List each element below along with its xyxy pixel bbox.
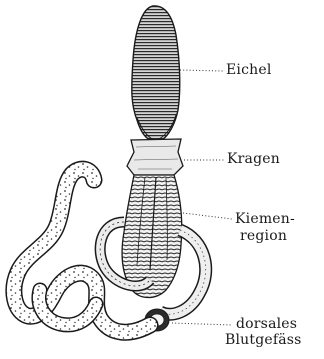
label-kragen: Kragen (227, 152, 280, 167)
label-eichel: Eichel (226, 63, 272, 78)
label-dorsal-line1: dorsales (236, 317, 297, 332)
proboscis-shape (132, 6, 180, 140)
gill-region-shape (122, 175, 182, 298)
leader-line-dorsal (172, 323, 232, 325)
leader-line-kiemen (183, 213, 232, 219)
label-kiemen-line1: Kiemen- (235, 212, 295, 227)
label-dorsal-line2: Blutgefäss (225, 333, 302, 348)
label-kiemen-line2: region (240, 229, 287, 244)
collar-shape (127, 139, 183, 175)
leader-line-eichel (180, 70, 223, 71)
